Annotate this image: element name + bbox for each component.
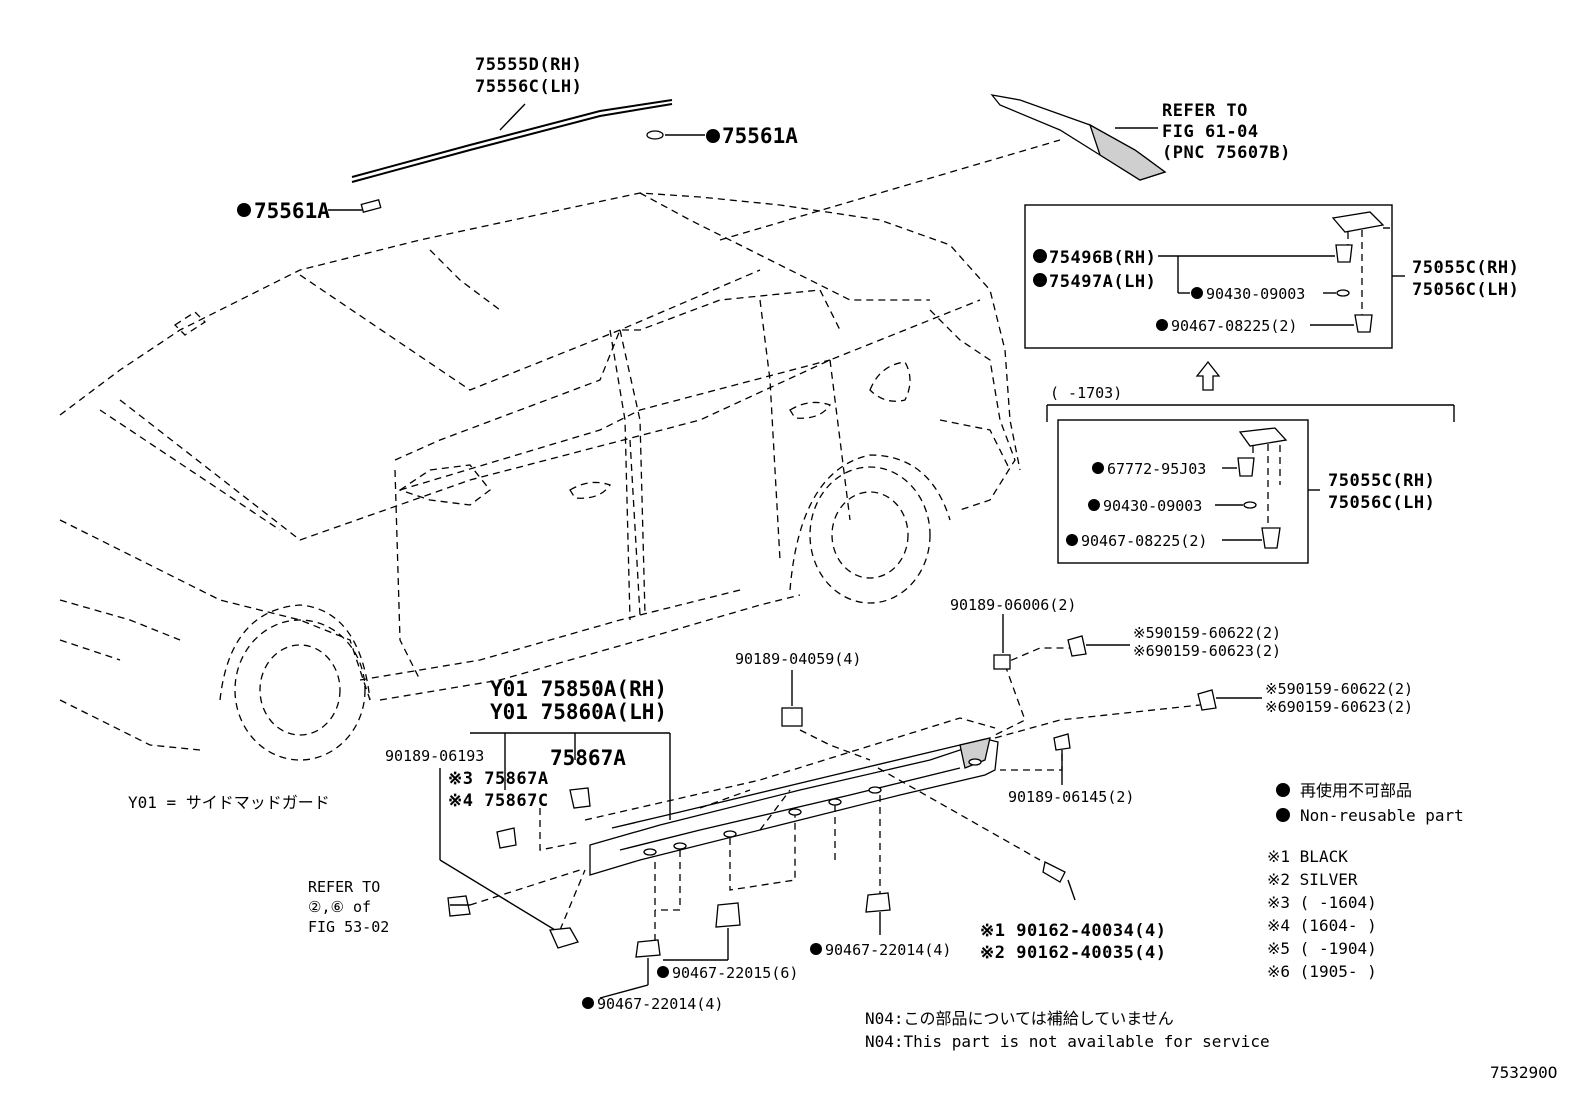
clip-04059-label: 90189-04059(4) <box>735 650 861 668</box>
note-6: ※6 (1905- ) <box>1267 962 1377 981</box>
box1-assy-rh-label: 75055C(RH) <box>1412 258 1519 278</box>
guard-rh-label: Y01 75850A(RH) <box>490 677 667 701</box>
clip-upper-left-label: 75561A <box>254 199 330 223</box>
note-1: ※1 BLACK <box>1267 847 1348 866</box>
screw-60622-b-label: ※590159-60622(2) <box>1265 680 1413 698</box>
note-5: ※5 ( -1904) <box>1267 939 1377 958</box>
box1-assy-lh-label: 75056C(LH) <box>1412 280 1519 300</box>
box1-clip-lh-label: 75497A(LH) <box>1049 272 1156 292</box>
screw-40034-label: ※1 90162-40034(4) <box>980 921 1167 941</box>
range-bracket: ( -1703) <box>1046 384 1455 422</box>
note-3: ※3 ( -1604) <box>1267 893 1377 912</box>
note-4: ※4 (1604- ) <box>1267 916 1377 935</box>
screw-40035-label: ※2 90162-40035(4) <box>980 943 1167 963</box>
non-reusable-marker <box>1276 783 1290 797</box>
rear-spoiler: REFER TO FIG 61-04 (PNC 75607B) <box>990 94 1291 181</box>
legend-jp: 再使用不可部品 <box>1300 781 1412 800</box>
clip-75867c-s4-label: ※4 75867C <box>448 791 549 811</box>
figure-id: 753290O <box>1490 1063 1557 1082</box>
box2-assy-rh-label: 75055C(RH) <box>1328 471 1435 491</box>
pnc-label: (PNC 75607B) <box>1162 143 1291 163</box>
refer-to-2-label: REFER TO <box>308 878 380 896</box>
vehicle-outline <box>59 139 1061 761</box>
detail-box-current: 75496B(RH) 75497A(LH) 90430-09003 90467-… <box>1024 204 1519 349</box>
clip-06193-label: 90189-06193 <box>385 747 484 765</box>
box2-clip-label: 67772-95J03 <box>1107 460 1206 478</box>
box2-clip2-label: 90467-08225(2) <box>1081 532 1207 550</box>
clip-22014-a-label: 90467-22014(4) <box>825 941 951 959</box>
screw-60623-a-label: ※690159-60623(2) <box>1133 642 1281 660</box>
clip-75867a-label: 75867A <box>550 746 626 770</box>
screw-60622-a-label: ※590159-60622(2) <box>1133 624 1281 642</box>
side-mudguard: Y01 75850A(RH) Y01 75860A(LH) <box>469 647 1201 945</box>
clip-upper-right-label: 75561A <box>722 124 798 148</box>
fig-53-02-label: FIG 53-02 <box>308 918 389 936</box>
refer-circles-label: ②,⑥ of <box>308 898 371 916</box>
non-reusable-marker <box>1276 808 1290 822</box>
non-reusable-marker <box>237 203 251 217</box>
box1-clip-rh-label: 75496B(RH) <box>1049 248 1156 268</box>
n04-en: N04:This part is not available for servi… <box>865 1032 1270 1051</box>
moulding-rh-label: 75555D(RH) <box>475 55 582 75</box>
detail-box-old: 67772-95J03 90430-09003 90467-08225(2) 7… <box>1057 419 1435 564</box>
clip-22015-label: 90467-22015(6) <box>672 964 798 982</box>
legend: 再使用不可部品 Non-reusable part ※1 BLACK ※2 SI… <box>1267 781 1464 981</box>
box2-assy-lh-label: 75056C(LH) <box>1328 493 1435 513</box>
refer-to-label: REFER TO <box>1162 101 1248 121</box>
note-2: ※2 SILVER <box>1267 870 1358 889</box>
up-arrow-icon <box>1195 360 1221 391</box>
n04-jp: N04:この部品については補給していません <box>865 1009 1174 1028</box>
clip-22014-b-label: 90467-22014(4) <box>597 995 723 1013</box>
box1-washer-label: 90430-09003 <box>1206 285 1305 303</box>
moulding-lh-label: 75556C(LH) <box>475 77 582 97</box>
guard-lh-label: Y01 75860A(LH) <box>490 700 667 724</box>
screw-60623-b-label: ※690159-60623(2) <box>1265 698 1413 716</box>
y01-note: Y01 = サイドマッドガード <box>128 793 330 812</box>
non-reusable-marker <box>706 129 720 143</box>
box2-washer-label: 90430-09003 <box>1103 497 1202 515</box>
legend-en: Non-reusable part <box>1300 806 1464 825</box>
range-1703-label: ( -1703) <box>1050 384 1122 402</box>
box1-clip2-label: 90467-08225(2) <box>1171 317 1297 335</box>
clip-06006-label: 90189-06006(2) <box>950 596 1076 614</box>
fig-61-04-label: FIG 61-04 <box>1162 122 1259 142</box>
clip-75867a-s3-label: ※3 75867A <box>448 769 549 789</box>
mudguard-clips: 90189-06193 75867A ※3 75867A ※4 75867C 9… <box>308 596 1413 1013</box>
clip-06145-label: 90189-06145(2) <box>1008 788 1134 806</box>
roof-moulding: 75555D(RH) 75556C(LH) 75561A 75561A <box>237 55 798 223</box>
